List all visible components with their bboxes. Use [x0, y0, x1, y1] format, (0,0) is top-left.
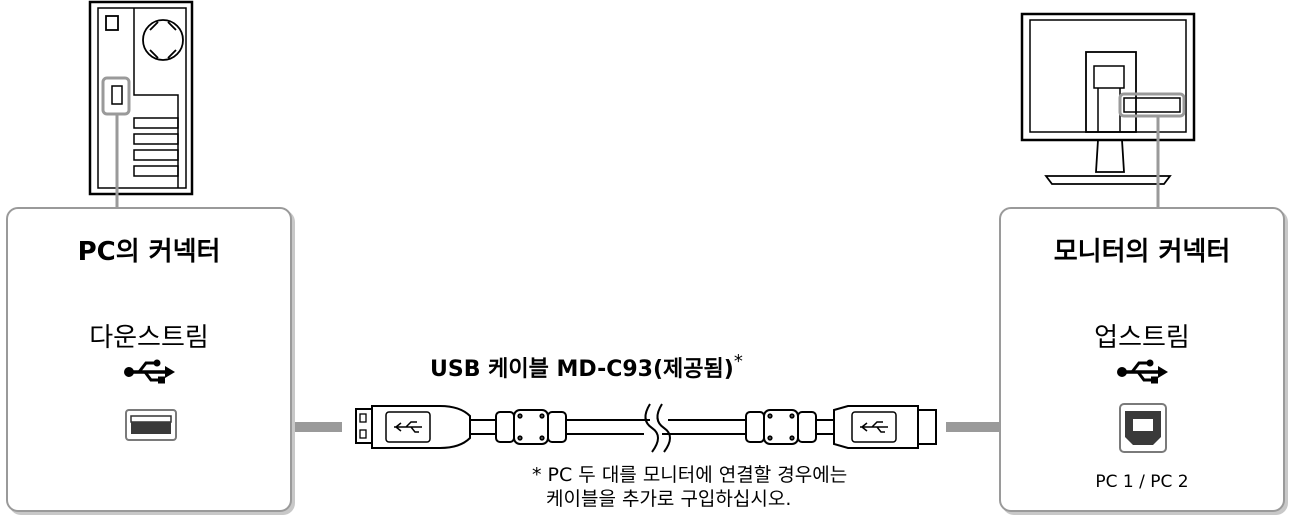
upstream-label: 업스트림 — [1094, 323, 1190, 353]
downstream-label: 다운스트림 — [89, 323, 209, 353]
monitor-port-highlight — [1118, 92, 1186, 118]
pc-port-caption: PC 1 / PC 2 — [1095, 472, 1189, 492]
pc-connector-panel: PC의 커넥터 다운스트림 — [6, 207, 292, 512]
pc-port-highlight — [101, 76, 131, 116]
footnote-line-1: * PC 두 대를 모니터에 연결할 경우에는 — [532, 464, 848, 486]
monitor-connector-panel: 모니터의 커넥터 업스트림 PC 1 / PC 2 — [999, 207, 1285, 512]
usb-icon — [1117, 359, 1168, 384]
footnote: * PC 두 대를 모니터에 연결할 경우에는 케이블을 추가로 구입하십시오. — [532, 463, 847, 511]
usb-cable-illustration — [355, 403, 937, 453]
cable-title: USB 케이블 MD-C93(제공됨)* — [430, 351, 743, 383]
cable-footnote-mark: * — [733, 351, 743, 372]
usb-icon — [124, 359, 175, 384]
usb-b-port-icon — [1119, 403, 1167, 453]
pc-connector-title: PC의 커넥터 — [77, 237, 221, 267]
plug-usb-symbols — [394, 421, 888, 433]
cable-name: USB 케이블 MD-C93(제공됨) — [430, 357, 734, 382]
usb-a-port-icon — [125, 409, 177, 441]
footnote-line-2: 케이블을 추가로 구입하십시오. — [546, 488, 792, 510]
monitor-illustration — [1020, 12, 1196, 185]
monitor-connector-title: 모니터의 커넥터 — [1053, 237, 1231, 267]
pc-tower-illustration — [88, 0, 194, 196]
